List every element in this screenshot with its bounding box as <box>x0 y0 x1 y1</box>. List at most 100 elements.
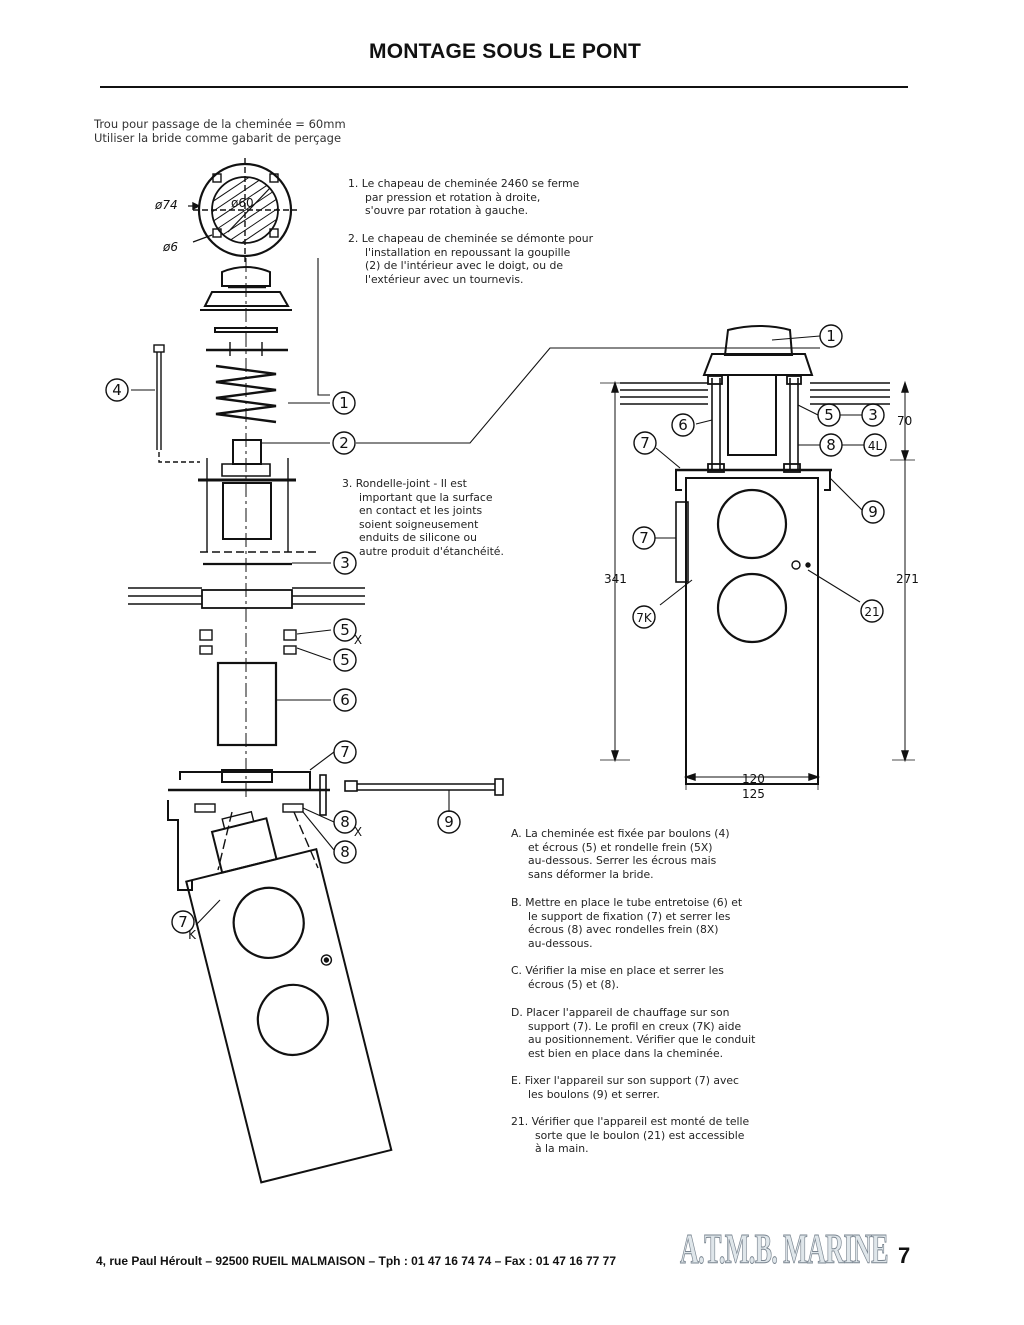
dimension-70: 70 <box>897 414 912 428</box>
note-2: 2. Le chapeau de cheminée se démonte pou… <box>348 232 665 286</box>
note-1: 1. Le chapeau de cheminée 2460 se ferme … <box>348 177 665 218</box>
callout-r8 <box>819 433 843 457</box>
assembled-view <box>600 325 915 790</box>
callout-2-text: 2 <box>339 434 349 452</box>
callout-5x <box>333 618 357 642</box>
callout-8x-text: 8 <box>340 813 350 831</box>
note-e-line-1: Fixer l'appareil sur son support (7) ave… <box>524 1074 739 1087</box>
dimension-120: 120 <box>742 772 765 786</box>
note-a-line-3: au-dessous. Serrer les écrous mais <box>528 854 717 868</box>
note-a: A. La cheminée est fixée par boulons (4)… <box>511 827 818 881</box>
callout-r7k-text: 7K <box>636 611 653 625</box>
note-d-line-4: est bien en place dans la cheminée. <box>528 1046 724 1060</box>
page-title: MONTAGE SOUS LE PONT <box>369 40 641 63</box>
diameter-6-label: ø6 <box>162 240 178 254</box>
callout-7-text: 7 <box>340 743 350 761</box>
callout-r6 <box>671 413 695 437</box>
note-21-line-1: Vérifier que l'appareil est monté de tel… <box>531 1115 750 1128</box>
callout-6 <box>333 688 357 712</box>
note-d-num: D. <box>511 1006 523 1019</box>
note-c: C. Vérifier la mise en place et serrer l… <box>511 964 818 991</box>
callout-leaders-left <box>131 258 450 926</box>
page-number: 7 <box>898 1243 911 1268</box>
intro-line-2: Utiliser la bride comme gabarit de perça… <box>94 131 342 145</box>
callout-7k <box>171 910 195 934</box>
callout-r4l-text: 4L <box>868 439 883 453</box>
callout-5 <box>333 648 357 672</box>
note-2-line-4: l'extérieur avec un tournevis. <box>365 272 524 286</box>
note-3: 3. Rondelle-joint - Il est important que… <box>342 477 559 559</box>
note-e-num: E. <box>511 1074 522 1087</box>
callout-r8-text: 8 <box>826 436 836 454</box>
callout-8 <box>333 840 357 864</box>
note-1-line-1: Le chapeau de cheminée 2460 se ferme <box>361 177 580 190</box>
callouts-left <box>105 378 461 934</box>
callout-r3 <box>861 403 885 427</box>
note-3-line-6: autre produit d'étanchéité. <box>359 544 504 558</box>
callout-r9-text: 9 <box>868 503 878 521</box>
callout-8x <box>333 810 357 834</box>
note-c-line-1: Vérifier la mise en place et serrer les <box>525 964 724 977</box>
callout-3 <box>333 551 357 575</box>
dimension-341: 341 <box>604 572 627 586</box>
callout-r7b-text: 7 <box>639 529 649 547</box>
callout-6-text: 6 <box>340 691 350 709</box>
note-3-line-5: enduits de silicone ou <box>359 531 477 545</box>
note-a-line-2: et écrous (5) et rondelle frein (5X) <box>528 840 713 854</box>
dimension-125: 125 <box>742 787 765 801</box>
callouts-right <box>632 324 887 629</box>
note-b-line-1: Mettre en place le tube entretoise (6) e… <box>525 896 743 909</box>
note-e-line-2: les boulons (9) et serrer. <box>528 1087 660 1101</box>
callout-1-text: 1 <box>339 394 349 412</box>
note-21-line-2: sorte que le boulon (21) est accessible <box>535 1128 745 1142</box>
callout-1 <box>332 391 356 415</box>
note-3-line-2: important que la surface <box>359 490 493 504</box>
callout-7k-suffix: K <box>188 928 197 942</box>
note-3-line-1: Rondelle-joint - Il est <box>355 477 467 490</box>
note-2-line-2: l'installation en repoussant la goupille <box>365 245 571 259</box>
callout-9 <box>437 810 461 834</box>
callout-r7a <box>633 431 657 455</box>
callout-r3-text: 3 <box>868 406 878 424</box>
note-21-num: 21. <box>511 1115 529 1128</box>
diameter-74-label: ø74 <box>154 198 178 212</box>
brand-logo: A.T.M.B. MARINE <box>680 1227 889 1274</box>
callout-5x-suffix: X <box>354 633 362 647</box>
note-1-line-3: s'ouvre par rotation à gauche. <box>365 204 529 218</box>
callout-r7b <box>632 526 656 550</box>
dimension-271: 271 <box>896 572 919 586</box>
note-21-line-3: à la main. <box>535 1142 589 1156</box>
note-b-line-2: le support de fixation (7) et serrer les <box>528 909 731 923</box>
callout-4-text: 4 <box>112 381 122 399</box>
exploded-assembly <box>128 258 504 1184</box>
note-3-num: 3. <box>342 477 353 490</box>
callout-r1 <box>819 324 843 348</box>
note-d-line-3: au positionnement. Vérifier que le condu… <box>528 1033 756 1047</box>
note-b-num: B. <box>511 896 522 909</box>
callout-4 <box>105 378 129 402</box>
note-1-num: 1. <box>348 177 359 190</box>
callout-r5-text: 5 <box>824 406 834 424</box>
callout-5x-text: 5 <box>340 621 350 639</box>
callout-2 <box>332 431 356 455</box>
callout-7k-text: 7 <box>178 913 188 931</box>
callout-r4l <box>863 433 887 457</box>
note-c-num: C. <box>511 964 522 977</box>
callout-r7k <box>632 605 656 629</box>
callout-5-text: 5 <box>340 651 350 669</box>
note-2-num: 2. <box>348 232 359 245</box>
note-b: B. Mettre en place le tube entretoise (6… <box>511 896 818 950</box>
callout-r1-text: 1 <box>826 327 836 345</box>
diameter-60-label: ø60 <box>231 196 254 210</box>
note-d-line-2: support (7). Le profil en creux (7K) aid… <box>528 1019 742 1033</box>
note-d-line-1: Placer l'appareil de chauffage sur son <box>526 1006 730 1019</box>
footer-address: 4, rue Paul Héroult – 92500 RUEIL MALMAI… <box>96 1254 617 1268</box>
connector-line <box>356 347 820 444</box>
note-d: D. Placer l'appareil de chauffage sur so… <box>511 1006 828 1060</box>
note-b-line-4: au-dessous. <box>528 936 593 950</box>
note-a-num: A. <box>511 827 522 840</box>
note-a-line-4: sans déformer la bride. <box>528 867 654 881</box>
callout-8-text: 8 <box>340 843 350 861</box>
callout-r5 <box>817 403 841 427</box>
callout-3-text: 3 <box>340 554 350 572</box>
